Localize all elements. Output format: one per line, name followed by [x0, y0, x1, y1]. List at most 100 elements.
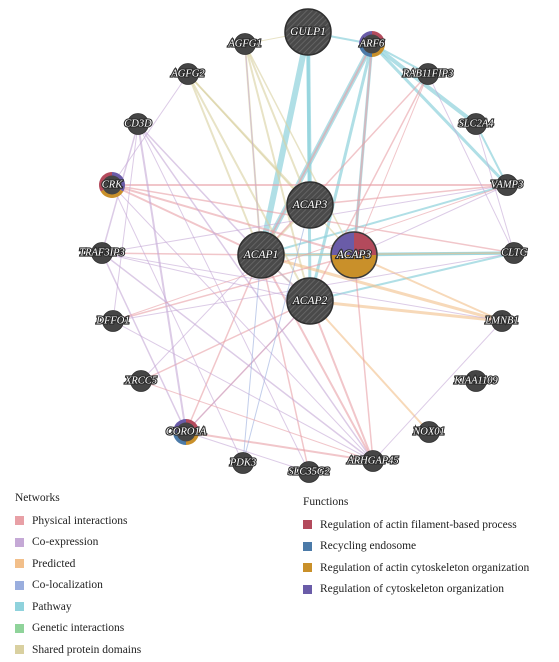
- node-acap3[interactable]: ACAP3: [286, 181, 334, 229]
- node-gulp1[interactable]: GULP1: [284, 8, 332, 56]
- node-label: NOX01: [412, 427, 445, 438]
- edge-physical: [140, 300, 311, 382]
- functions-legend-swatch: [303, 541, 312, 551]
- functions-legend-item: Recycling endosome: [303, 536, 529, 558]
- node-dffo1[interactable]: DFFO1: [94, 310, 131, 332]
- edge-coexpression: [112, 123, 139, 322]
- node-label: ACAP2: [292, 295, 328, 307]
- edge-coexpression: [372, 320, 503, 462]
- node-coro1a[interactable]: CORO1A: [165, 419, 208, 445]
- node-circle: [503, 242, 525, 264]
- edge-shared: [244, 43, 311, 206]
- edge-predicted: [308, 299, 504, 323]
- networks-legend-swatch: [15, 645, 24, 655]
- networks-legend-label: Co-expression: [32, 536, 99, 549]
- edge-coexpression: [111, 73, 189, 186]
- node-label: ACAP3: [292, 199, 328, 211]
- function-sector: [331, 232, 354, 255]
- node-arhgap45[interactable]: ARHGAP45: [345, 450, 400, 472]
- node-acap2[interactable]: ACAP2: [286, 277, 334, 325]
- node-circle: [237, 231, 285, 279]
- node-label: AGFG2: [170, 69, 205, 80]
- node-label: CORO1A: [166, 427, 207, 438]
- edge-shared: [187, 73, 355, 256]
- edge-coexpression: [475, 123, 515, 254]
- edge-physical: [309, 184, 508, 206]
- node-label: AGFG1: [227, 39, 261, 50]
- node-label: ACAP1: [243, 249, 279, 261]
- edge-coexpression: [185, 300, 311, 433]
- networks-legend-swatch: [15, 602, 24, 612]
- node-circle: [232, 452, 254, 474]
- edge-coexpression: [140, 254, 262, 382]
- edge-pathway: [260, 184, 508, 256]
- node-agfg2[interactable]: AGFG2: [169, 63, 206, 85]
- edge-physical: [260, 43, 373, 256]
- node-label: ARF6: [359, 39, 385, 50]
- edge-predicted: [353, 254, 503, 322]
- node-circle: [284, 8, 332, 56]
- node-nox01[interactable]: NOX01: [411, 421, 446, 443]
- node-circle: [176, 422, 196, 442]
- edge-physical: [260, 254, 374, 462]
- edge-coexpression: [112, 320, 374, 462]
- networks-legend-label: Co-localization: [32, 579, 103, 592]
- node-acap1[interactable]: ACAP1: [237, 231, 285, 279]
- node-label: LMNB1: [484, 316, 518, 327]
- edge-pathway: [309, 252, 515, 302]
- node-circle: [286, 181, 334, 229]
- edge-coexpression: [101, 252, 187, 433]
- networks-legend-item: Physical interactions: [15, 510, 141, 532]
- node-label: GULP1: [290, 26, 326, 38]
- node-circle: [465, 113, 487, 135]
- node-kiaa1109[interactable]: KIAA1109: [452, 370, 500, 392]
- edge-physical: [111, 184, 262, 256]
- node-label: VAMP3: [491, 180, 523, 191]
- node-vamp3[interactable]: VAMP3: [490, 174, 524, 196]
- networks-legend-item: Genetic interactions: [15, 618, 141, 640]
- networks-legend-item: Predicted: [15, 553, 141, 575]
- node-xrcc5[interactable]: XRCC5: [123, 370, 158, 392]
- functions-legend-item: Regulation of cytoskeleton organization: [303, 579, 529, 601]
- node-slc2a4[interactable]: SLC2A4: [457, 113, 495, 135]
- function-sector: [354, 255, 377, 278]
- node-label: DFFO1: [95, 316, 129, 327]
- edge-physical: [111, 184, 355, 256]
- node-circle: [496, 174, 518, 196]
- edge-shared: [244, 43, 355, 256]
- edge-physical: [101, 252, 262, 256]
- networks-legend-item: Co-localization: [15, 575, 141, 597]
- node-agfg1[interactable]: AGFG1: [226, 33, 263, 55]
- edge-coexpression: [137, 123, 310, 473]
- node-slc35g2[interactable]: SLC35G2: [287, 461, 332, 483]
- node-label: RAB11FIP3: [402, 69, 454, 80]
- node-cltc[interactable]: CLTC: [500, 242, 529, 264]
- networks-legend-title: Networks: [15, 492, 60, 504]
- node-rab11fip3[interactable]: RAB11FIP3: [401, 63, 454, 85]
- node-cd3d[interactable]: CD3D: [123, 113, 153, 135]
- networks-legend-label: Predicted: [32, 557, 76, 570]
- edge-coexpression: [427, 73, 515, 254]
- edge-coexpression: [111, 184, 244, 464]
- node-label: CD3D: [124, 119, 152, 130]
- edge-physical: [112, 254, 355, 322]
- node-label: CLTC: [501, 248, 527, 259]
- node-label: TRAF3IP3: [79, 248, 125, 259]
- node-circle: [130, 370, 152, 392]
- node-traf3ip3[interactable]: TRAF3IP3: [78, 242, 126, 264]
- node-outline: [330, 231, 378, 279]
- node-acap3[interactable]: ACAP3: [330, 231, 378, 279]
- node-pdk3[interactable]: PDK3: [228, 452, 257, 474]
- networks-legend-item: Shared protein domains: [15, 639, 141, 661]
- node-crk[interactable]: CRK: [99, 172, 125, 199]
- functions-legend-label: Regulation of actin cytoskeleton organiz…: [320, 561, 530, 574]
- networks-legend-swatch: [15, 516, 24, 526]
- networks-legend-swatch: [15, 623, 24, 633]
- node-circle: [465, 370, 487, 392]
- functions-legend-swatch: [303, 584, 312, 594]
- node-lmnb1[interactable]: LMNB1: [483, 310, 520, 332]
- edge-colocalization: [242, 254, 262, 464]
- functions-legend: Functions Regulation of actin filament-b…: [303, 496, 529, 600]
- functions-legend-swatch: [303, 520, 312, 530]
- node-arf6[interactable]: ARF6: [358, 31, 386, 57]
